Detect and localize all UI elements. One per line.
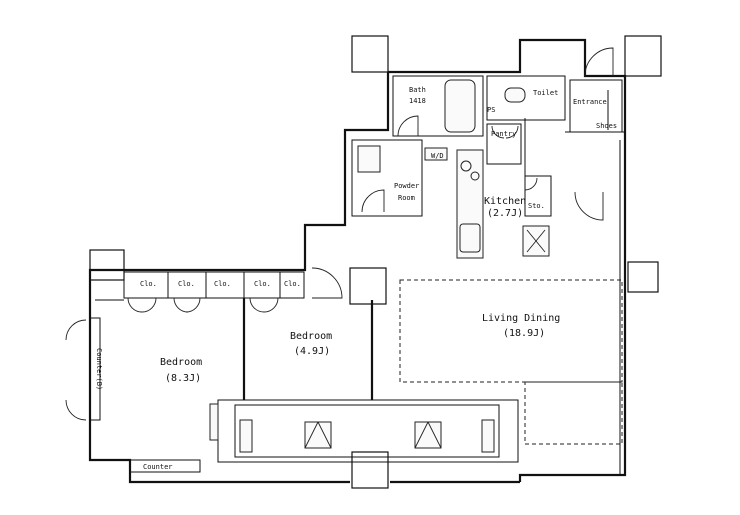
counter-label: Counter <box>143 463 173 471</box>
wd-label: W/D <box>431 152 444 160</box>
powder-room-outline <box>351 139 423 217</box>
bedroom2-size-label: (8.3J) <box>165 373 201 384</box>
structural-column <box>351 35 389 73</box>
bedroom1-label: Bedroom <box>290 331 332 342</box>
toilet-fixture <box>504 87 526 103</box>
living-label: Living Dining <box>482 313 560 324</box>
pantry-outline <box>486 123 522 165</box>
structural-column <box>349 267 387 305</box>
structural-column <box>89 249 125 281</box>
living-zone <box>399 279 623 383</box>
pantry-label: Pantry <box>491 130 516 138</box>
bath-label: Bath <box>409 86 426 94</box>
balcony-unit <box>481 419 495 453</box>
bath-size-label: 1418 <box>409 97 426 105</box>
powder-label-2: Room <box>398 194 415 202</box>
door-swings <box>65 47 614 421</box>
hall-door <box>574 191 604 221</box>
living-size-label: (18.9J) <box>503 328 545 339</box>
exterior-walls <box>88 35 662 489</box>
washer-box <box>357 145 381 173</box>
bedroom1-door <box>311 267 343 299</box>
counter-box <box>129 459 201 473</box>
sink-counter <box>424 147 448 161</box>
dining-zone <box>524 381 623 445</box>
kitchen-label: Kitchen <box>484 196 526 207</box>
balcony-hatch <box>414 421 442 449</box>
ps-label: PS <box>487 106 495 114</box>
toilet-room-outline <box>486 75 566 121</box>
outer-wall-left <box>88 72 390 484</box>
toilet-label: Toilet <box>533 89 558 97</box>
closet-label-2: Clo. <box>178 280 195 288</box>
balcony-hatch <box>304 421 332 449</box>
bedroom1-size-label: (4.9J) <box>294 346 330 357</box>
closet-label-4: Clo. <box>254 280 271 288</box>
bathtub <box>444 79 476 133</box>
entrance-label: Entrance <box>573 98 607 106</box>
kitchen-size-label: (2.7J) <box>487 208 523 219</box>
powder-door <box>361 189 385 213</box>
kitchen-sink <box>459 223 481 253</box>
bath-room-outline <box>392 75 484 137</box>
bath-door <box>397 115 419 137</box>
balcony-inner <box>234 404 500 458</box>
structural-column <box>627 261 659 293</box>
shoes-label: Shoes <box>596 122 617 130</box>
powder-label: Powder <box>394 182 419 190</box>
stove-burner <box>460 160 472 172</box>
stove-burner <box>470 171 480 181</box>
bedroom2-label: Bedroom <box>160 357 202 368</box>
sto-label: Sto. <box>528 202 545 210</box>
entrance-door <box>584 47 614 77</box>
structural-column <box>351 451 389 489</box>
closet-label-3: Clo. <box>214 280 231 288</box>
closet-row <box>123 271 305 299</box>
closet-label-5: Clo. <box>284 280 301 288</box>
outer-wall-right <box>388 38 627 482</box>
counter-b-box <box>89 317 101 421</box>
interior-walls <box>89 75 625 475</box>
balcony-unit <box>239 419 253 453</box>
bedroom-window-unit <box>209 403 219 441</box>
labels: Bath 1418 Toilet Entrance Shoes Pantry P… <box>95 86 617 471</box>
storage-outline <box>524 175 552 217</box>
structural-column <box>624 35 662 77</box>
counter-b-label: Counter(B) <box>95 348 103 390</box>
closet-label-1: Clo. <box>140 280 157 288</box>
